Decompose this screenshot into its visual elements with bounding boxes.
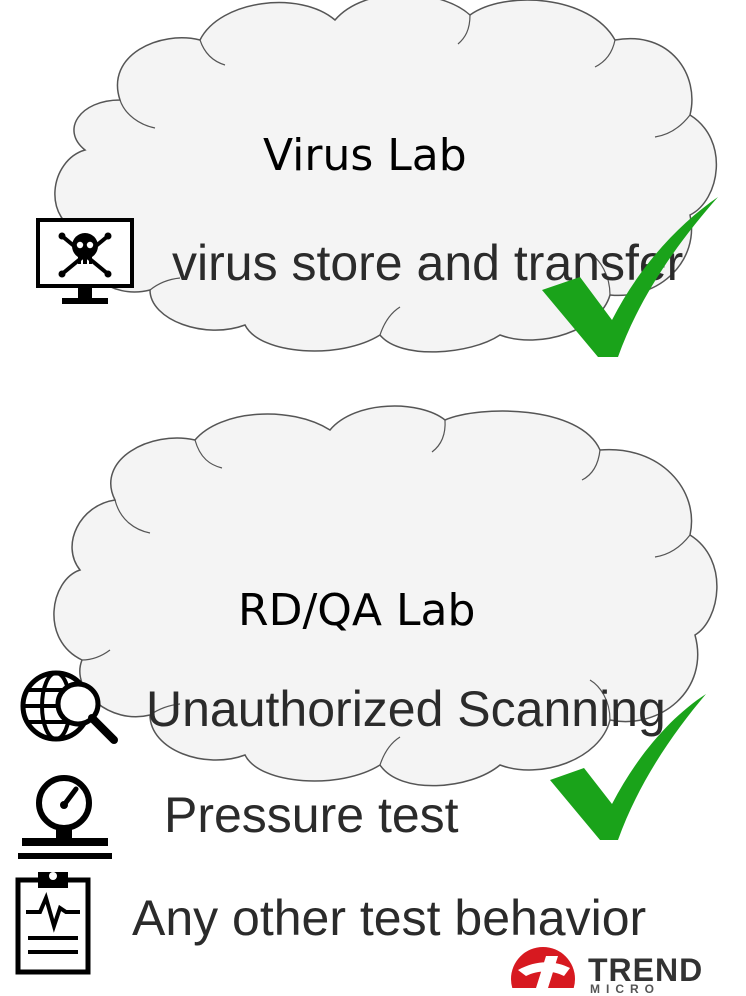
pressure-gauge-icon [18, 775, 112, 859]
item-virus-store-transfer: virus store and transfer [172, 235, 684, 291]
logo-subtext: MICRO [590, 982, 660, 996]
check-icon [542, 197, 718, 357]
globe-search-icon [20, 670, 118, 744]
item-pressure-test: Pressure test [164, 787, 459, 843]
skull-monitor-icon [36, 218, 134, 304]
clipboard-ekg-icon [15, 872, 91, 975]
cloud-title-rdqa-lab: RD/QA Lab [238, 585, 476, 636]
cloud-title-virus-lab: Virus Lab [263, 130, 467, 181]
item-any-other-test: Any other test behavior [132, 890, 647, 946]
logo-text: TREND [588, 952, 704, 988]
item-unauthorized-scanning: Unauthorized Scanning [146, 681, 666, 737]
check-icon [550, 694, 706, 840]
trend-micro-logo [511, 947, 575, 988]
